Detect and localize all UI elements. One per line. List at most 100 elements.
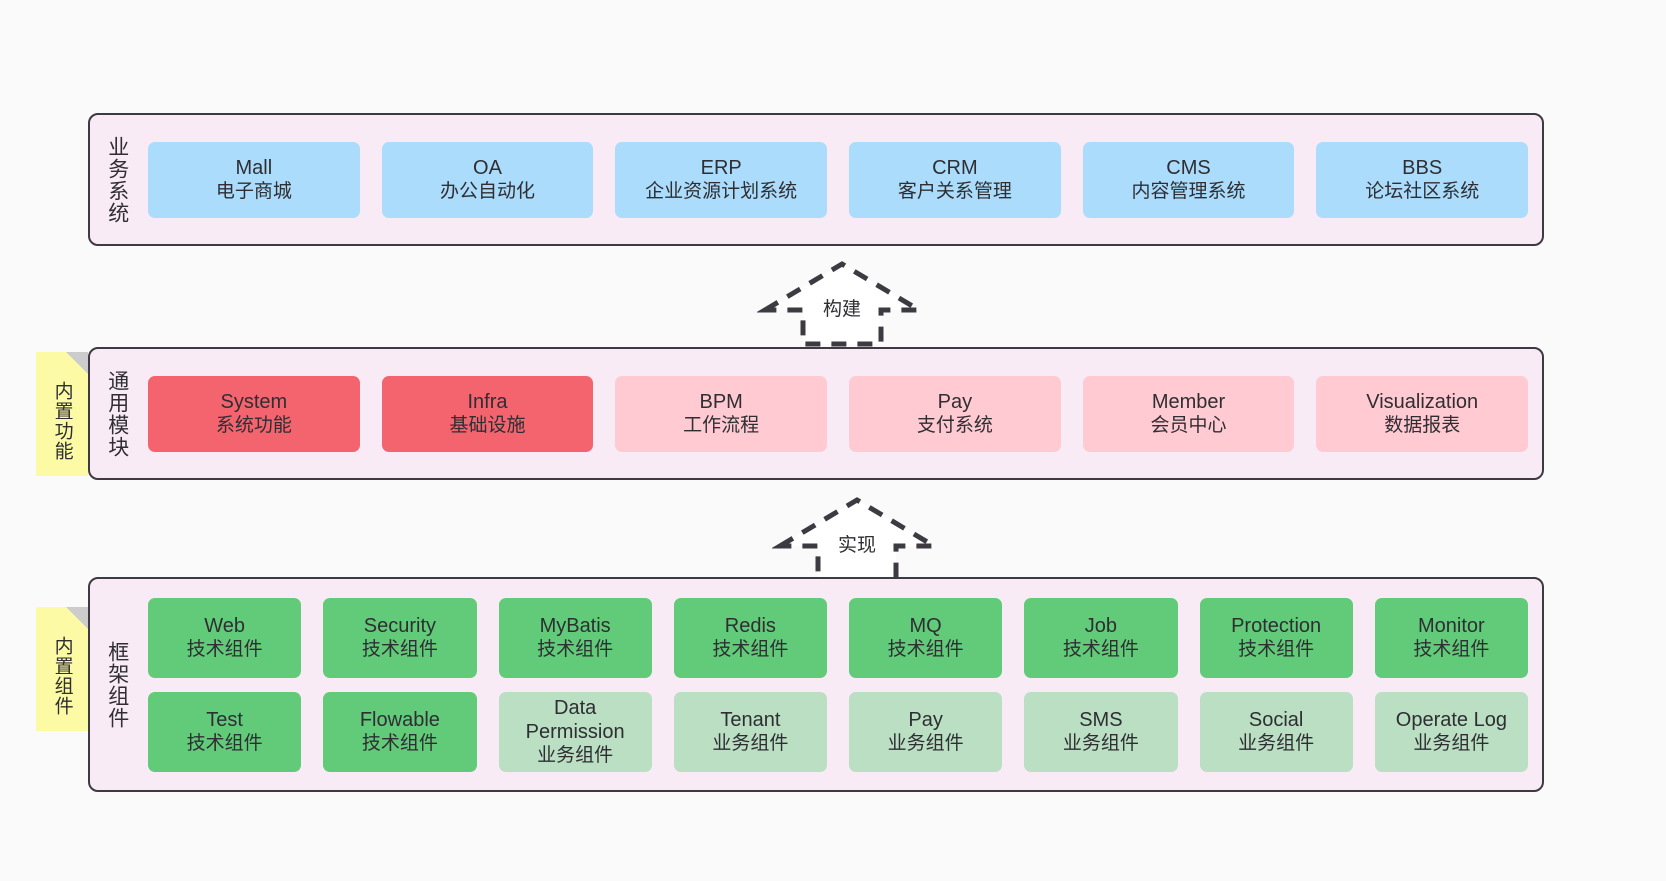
- module-desc: 办公自动化: [440, 180, 536, 203]
- layer-common-module: 通用模块 System 系统功能 Infra 基础设施 BPM 工作流程 Pay…: [88, 347, 1544, 480]
- module-card-bbs[interactable]: BBS 论坛社区系统: [1316, 141, 1529, 218]
- layer-row: Mall 电子商城 OA 办公自动化 ERP 企业资源计划系统 CRM 客户关系…: [148, 141, 1529, 218]
- module-card-cms[interactable]: CMS 内容管理系统: [1082, 141, 1295, 218]
- component-name: Social: [1248, 708, 1304, 731]
- component-desc: 技术组件: [186, 732, 263, 755]
- component-name: Test: [206, 708, 243, 731]
- component-card-mq[interactable]: MQ 技术组件: [849, 597, 1003, 678]
- component-desc: 技术组件: [1238, 638, 1315, 661]
- component-desc: 业务组件: [1413, 732, 1490, 755]
- sticky-note-builtin-component: 内置组件: [36, 607, 88, 731]
- layer-row: System 系统功能 Infra 基础设施 BPM 工作流程 Pay 支付系统…: [148, 375, 1529, 452]
- component-desc: 业务组件: [887, 732, 964, 755]
- component-name: Tenant: [720, 708, 781, 731]
- component-desc: 技术组件: [537, 638, 614, 661]
- component-desc: 技术组件: [361, 732, 438, 755]
- component-card-operate-log[interactable]: Operate Log 业务组件: [1374, 691, 1528, 772]
- component-desc: 业务组件: [537, 744, 614, 767]
- component-name: Web: [204, 614, 245, 637]
- component-card-data-permission[interactable]: Data Permission 业务组件: [498, 691, 652, 772]
- arrow-build: 构建: [757, 258, 927, 348]
- component-card-web[interactable]: Web 技术组件: [148, 597, 302, 678]
- layer-body-framework: Web 技术组件 Security 技术组件 MyBatis 技术组件 Redi…: [144, 579, 1542, 790]
- layer-framework-component: 框架组件 Web 技术组件 Security 技术组件 MyBatis 技术组件…: [88, 577, 1544, 792]
- module-desc: 工作流程: [683, 414, 760, 437]
- module-card-erp[interactable]: ERP 企业资源计划系统: [615, 141, 828, 218]
- layer-body-common: System 系统功能 Infra 基础设施 BPM 工作流程 Pay 支付系统…: [144, 349, 1542, 478]
- component-card-protection[interactable]: Protection 技术组件: [1199, 597, 1353, 678]
- component-card-monitor[interactable]: Monitor 技术组件: [1374, 597, 1528, 678]
- component-name: Operate Log: [1395, 708, 1507, 731]
- component-card-pay[interactable]: Pay 业务组件: [849, 691, 1003, 772]
- arrow-up-dashed-icon: [772, 497, 942, 583]
- module-desc: 支付系统: [916, 414, 993, 437]
- component-name: Monitor: [1418, 614, 1485, 637]
- module-name: CMS: [1166, 156, 1211, 179]
- module-name: Pay: [937, 390, 973, 413]
- module-name: Visualization: [1366, 390, 1479, 413]
- component-card-sms[interactable]: SMS 业务组件: [1024, 691, 1178, 772]
- component-name: MQ: [909, 614, 942, 637]
- component-desc: 业务组件: [1238, 732, 1315, 755]
- module-desc: 论坛社区系统: [1365, 180, 1480, 203]
- component-desc: 技术组件: [1413, 638, 1490, 661]
- module-name: Mall: [235, 156, 273, 179]
- layer-title-common: 通用模块: [105, 369, 130, 458]
- component-name: Data Permission: [525, 696, 625, 743]
- module-card-mall[interactable]: Mall 电子商城: [148, 141, 360, 218]
- component-card-test[interactable]: Test 技术组件: [148, 691, 302, 772]
- component-card-flowable[interactable]: Flowable 技术组件: [323, 691, 477, 772]
- component-card-tenant[interactable]: Tenant 业务组件: [673, 691, 827, 772]
- module-name: OA: [473, 156, 502, 179]
- sticky-note-label: 内置组件: [51, 636, 74, 716]
- component-name: Protection: [1231, 614, 1322, 637]
- layer-row: Test 技术组件 Flowable 技术组件 Data Permission …: [148, 691, 1528, 772]
- component-name: Security: [363, 614, 436, 637]
- component-desc: 技术组件: [712, 638, 789, 661]
- layer-title-business: 业务系统: [105, 135, 130, 224]
- module-desc: 系统功能: [215, 414, 292, 437]
- component-name: Pay: [908, 708, 943, 731]
- arrow-up-dashed-icon: [757, 261, 927, 347]
- module-card-member[interactable]: Member 会员中心: [1082, 375, 1295, 452]
- module-name: BPM: [699, 390, 743, 413]
- component-desc: 技术组件: [1062, 638, 1139, 661]
- component-card-social[interactable]: Social 业务组件: [1199, 691, 1353, 772]
- sticky-note-label: 内置功能: [51, 381, 74, 461]
- component-card-redis[interactable]: Redis 技术组件: [673, 597, 827, 678]
- module-name: Infra: [467, 390, 508, 413]
- component-name: MyBatis: [539, 614, 611, 637]
- module-name: Member: [1151, 390, 1226, 413]
- component-card-mybatis[interactable]: MyBatis 技术组件: [498, 597, 652, 678]
- module-name: ERP: [700, 156, 742, 179]
- component-desc: 技术组件: [361, 638, 438, 661]
- component-desc: 业务组件: [712, 732, 789, 755]
- layer-business-system: 业务系统 Mall 电子商城 OA 办公自动化 ERP 企业资源计划系统 CRM…: [88, 113, 1544, 246]
- component-card-security[interactable]: Security 技术组件: [323, 597, 477, 678]
- component-card-job[interactable]: Job 技术组件: [1024, 597, 1178, 678]
- component-desc: 业务组件: [1062, 732, 1139, 755]
- module-card-pay[interactable]: Pay 支付系统: [849, 375, 1061, 452]
- module-card-infra[interactable]: Infra 基础设施: [381, 375, 594, 452]
- module-name: System: [220, 390, 288, 413]
- component-name: Job: [1084, 614, 1117, 637]
- module-card-oa[interactable]: OA 办公自动化: [381, 141, 594, 218]
- layer-row: Web 技术组件 Security 技术组件 MyBatis 技术组件 Redi…: [148, 597, 1528, 678]
- component-desc: 技术组件: [887, 638, 964, 661]
- module-name: BBS: [1402, 156, 1443, 179]
- module-card-bpm[interactable]: BPM 工作流程: [615, 375, 828, 452]
- module-desc: 客户关系管理: [897, 180, 1012, 203]
- component-desc: 技术组件: [186, 638, 263, 661]
- arrow-implement: 实现: [772, 494, 942, 584]
- sticky-note-builtin-feature: 内置功能: [36, 352, 88, 476]
- layer-body-business: Mall 电子商城 OA 办公自动化 ERP 企业资源计划系统 CRM 客户关系…: [144, 115, 1542, 244]
- module-card-system[interactable]: System 系统功能: [148, 375, 360, 452]
- module-card-visualization[interactable]: Visualization 数据报表: [1316, 375, 1529, 452]
- layer-title-framework: 框架组件: [105, 640, 130, 729]
- component-name: Flowable: [359, 708, 440, 731]
- module-card-crm[interactable]: CRM 客户关系管理: [849, 141, 1061, 218]
- module-desc: 会员中心: [1150, 414, 1227, 437]
- module-name: CRM: [932, 156, 978, 179]
- component-name: SMS: [1079, 708, 1123, 731]
